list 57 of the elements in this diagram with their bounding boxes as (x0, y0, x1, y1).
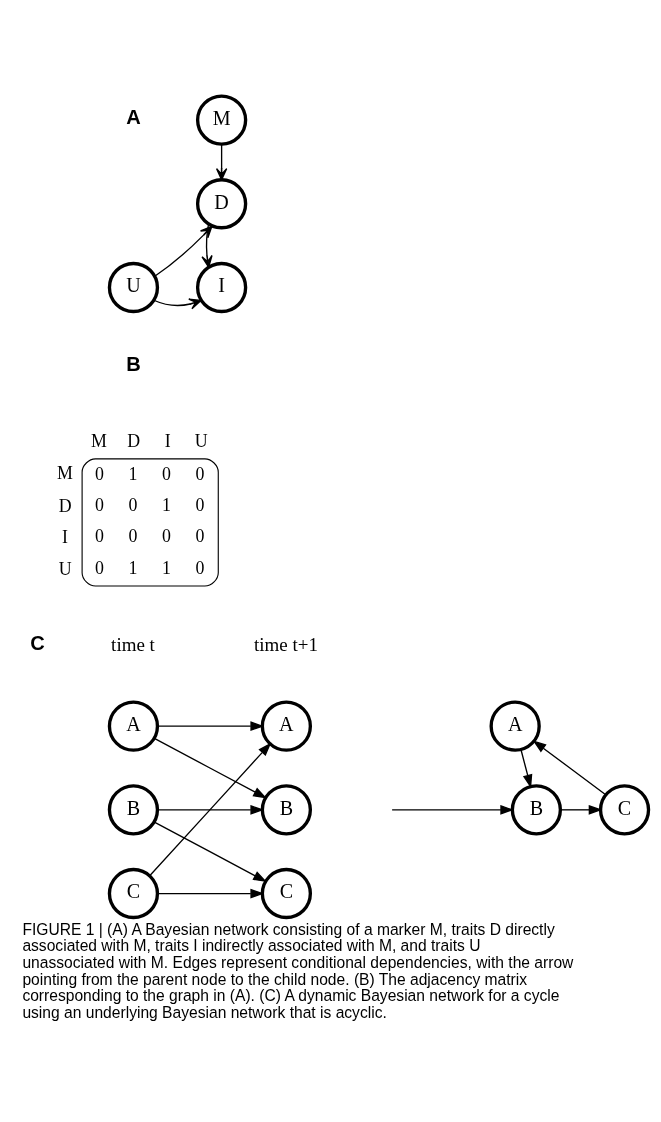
arrow (153, 225, 213, 277)
label: I (164, 430, 171, 451)
arrow (156, 888, 264, 898)
label: A (125, 105, 141, 128)
arrow (153, 737, 267, 798)
node-circle: B (260, 783, 312, 835)
node-circle: C (598, 783, 650, 835)
label: 0 (194, 557, 204, 578)
node-circle: A (260, 699, 312, 752)
arrow (200, 223, 213, 268)
label: 0 (127, 494, 137, 515)
node-circle: M (195, 93, 247, 146)
label: 0 (94, 494, 104, 515)
label: 0 (161, 525, 171, 546)
label: M (56, 462, 73, 483)
label: M (90, 430, 107, 451)
arrow (559, 804, 603, 815)
label: 0 (94, 525, 104, 546)
node-circle: I (195, 261, 247, 313)
arrow (153, 820, 267, 882)
label: time t (110, 633, 155, 655)
caption: FIGURE 1 | (A) A Bayesian network consisting of a marker M, traits D directly associated with M, traits I indirectly associated with M, and traits U unassociated with M. Edges represent conditional dependencies, with the arrow pointing from the parent node to the child node. (B) The adjacency matrix corresponding to the graph in (A). (C) A dynamic Bayesian network for a cycle using an underlying Bayesian network that is acyclic. (21, 920, 573, 1021)
arrow (215, 143, 227, 180)
node-circle: C (260, 867, 312, 919)
label: 0 (94, 557, 104, 578)
label: 0 (194, 463, 204, 484)
label: 1 (127, 463, 137, 484)
node-circle: C (107, 867, 159, 919)
label: 0 (194, 494, 204, 515)
arrow (156, 804, 264, 815)
label: 0 (161, 463, 171, 484)
arrow (148, 742, 271, 876)
arrow (390, 804, 514, 815)
label: 1 (161, 494, 171, 515)
node-circle: A (107, 699, 159, 752)
label: D (58, 495, 72, 516)
node-circle: B (107, 783, 159, 835)
label: U (58, 558, 72, 579)
label: 0 (94, 463, 104, 484)
label: 1 (127, 557, 137, 578)
label: 0 (127, 525, 137, 546)
arrow (532, 739, 606, 795)
arrow (519, 748, 532, 788)
label: B (125, 352, 141, 375)
node-circle: A (489, 699, 541, 752)
node-circle: B (510, 783, 562, 835)
label: 1 (161, 557, 171, 578)
node-circle: D (195, 177, 247, 229)
label: U (194, 430, 208, 451)
label: C (29, 631, 45, 654)
label: I (61, 526, 68, 547)
arrow (152, 298, 202, 309)
label: time t+1 (253, 633, 318, 655)
label: 0 (194, 525, 204, 546)
node-circle: U (107, 261, 159, 313)
label: D (126, 430, 140, 451)
arrow (156, 720, 264, 731)
